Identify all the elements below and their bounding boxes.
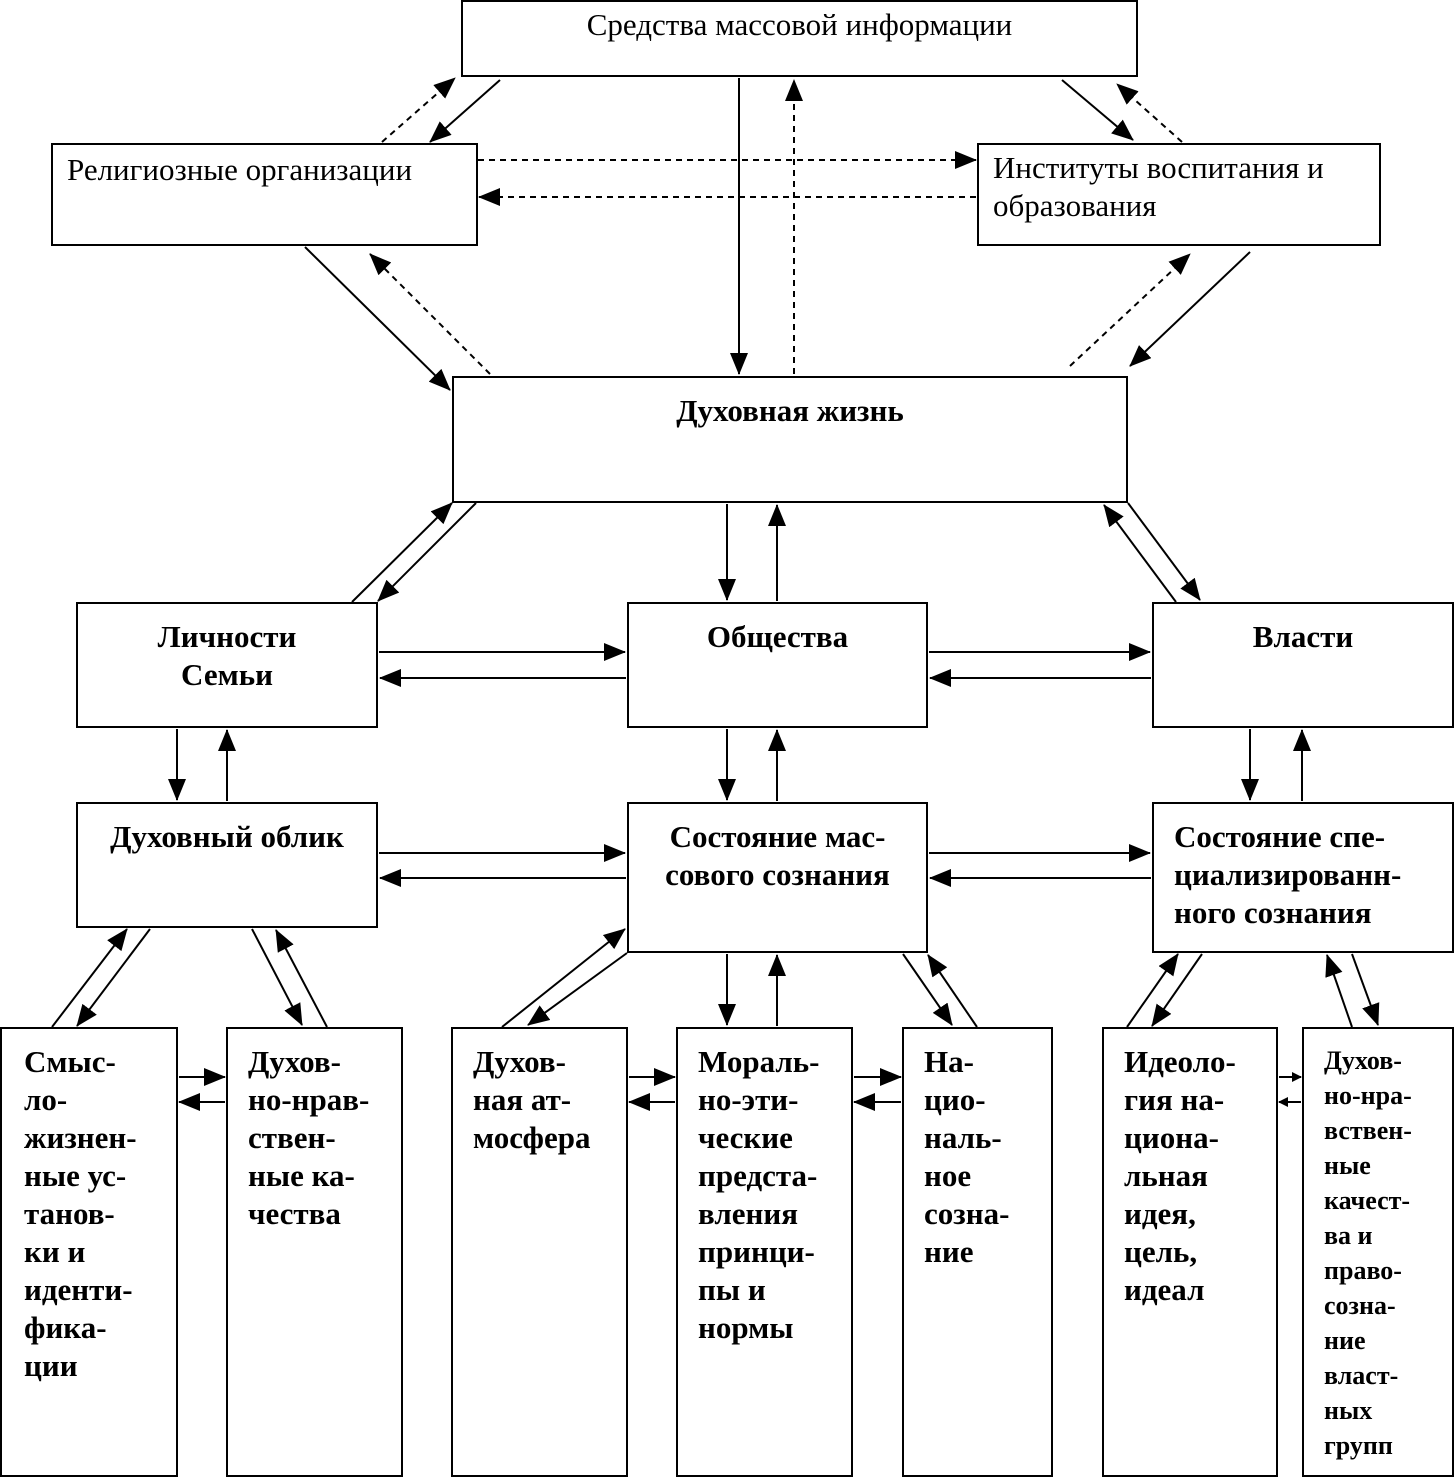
edge-attitudes-to-look bbox=[51, 928, 128, 1028]
edge-life-to-religion bbox=[369, 253, 491, 375]
edge-education-to-life bbox=[1129, 251, 1251, 367]
node-society-label: Общества bbox=[706, 619, 849, 654]
node-spiritual-look-label: Духовный облик bbox=[110, 819, 344, 854]
node-atmosphere-label: Духов- ная ат- мосфера bbox=[473, 1044, 591, 1155]
edge-life-to-education bbox=[1069, 253, 1191, 367]
node-ethics: Мораль- но-эти- ческие предста- вления п… bbox=[676, 1027, 853, 1477]
node-education: Институты воспитания и образования bbox=[977, 143, 1381, 246]
node-national-label: На- цио- наль- ное созна- ние bbox=[924, 1044, 1010, 1269]
node-spiritual-look: Духовный облик bbox=[76, 802, 378, 928]
node-persons-label: Личности Семьи bbox=[157, 619, 297, 692]
edge-special-to-ideology bbox=[1151, 953, 1203, 1027]
node-ethics-label: Мораль- но-эти- ческие предста- вления п… bbox=[698, 1044, 820, 1345]
node-religion: Религиозные организации bbox=[51, 143, 478, 246]
edge-ideology-to-special bbox=[1126, 953, 1179, 1028]
node-power-label: Власти bbox=[1252, 619, 1354, 654]
node-ideology-label: Идеоло- гия на- циона- льная идея, цель,… bbox=[1124, 1044, 1236, 1307]
edge-powerq-to-special bbox=[1325, 954, 1353, 1028]
edge-education-to-media bbox=[1116, 83, 1183, 143]
edge-life-to-persons bbox=[377, 502, 477, 602]
node-ideology: Идеоло- гия на- циона- льная идея, цель,… bbox=[1102, 1027, 1278, 1477]
node-special-consciousness: Состояние спе- циализированн- ного созна… bbox=[1152, 802, 1454, 953]
node-power-qualities: Духов- но-нра- вствен- ные качест- ва и … bbox=[1302, 1027, 1454, 1477]
node-society: Общества bbox=[627, 602, 928, 728]
edge-mass-to-atmosphere bbox=[527, 952, 628, 1026]
edge-moral-to-look bbox=[275, 929, 328, 1028]
node-atmosphere: Духов- ная ат- мосфера bbox=[451, 1027, 628, 1477]
node-spiritual-life-label: Духовная жизнь bbox=[676, 393, 904, 428]
edge-national-to-mass bbox=[927, 954, 978, 1028]
edge-atmosphere-to-mass bbox=[501, 928, 626, 1028]
node-moral-qualities: Духов- но-нрав- ствен- ные ка- чества bbox=[226, 1027, 403, 1477]
node-persons: Личности Семьи bbox=[76, 602, 378, 728]
node-national: На- цио- наль- ное созна- ние bbox=[902, 1027, 1053, 1477]
node-power: Власти bbox=[1152, 602, 1454, 728]
edge-life-to-power bbox=[1127, 502, 1201, 601]
edge-look-to-attitudes bbox=[76, 928, 151, 1027]
node-mass-consciousness-label: Состояние мас- сового сознания bbox=[665, 819, 890, 892]
node-special-consciousness-label: Состояние спе- циализированн- ного созна… bbox=[1174, 819, 1402, 930]
node-education-label: Институты воспитания и образования bbox=[993, 150, 1324, 223]
edge-look-to-moral bbox=[251, 928, 303, 1026]
node-media: Средства массовой информации bbox=[461, 0, 1138, 77]
node-life-attitudes: Смыс- ло- жизнен- ные ус- танов- ки и ид… bbox=[0, 1027, 178, 1477]
edge-media-to-religion bbox=[429, 79, 501, 143]
edge-religion-to-media bbox=[381, 77, 456, 143]
node-mass-consciousness: Состояние мас- сового сознания bbox=[627, 802, 928, 953]
edge-religion-to-life bbox=[304, 246, 451, 391]
node-moral-qualities-label: Духов- но-нрав- ствен- ные ка- чества bbox=[248, 1044, 370, 1231]
node-power-qualities-label: Духов- но-нра- вствен- ные качест- ва и … bbox=[1324, 1046, 1412, 1460]
node-life-attitudes-label: Смыс- ло- жизнен- ные ус- танов- ки и ид… bbox=[24, 1044, 137, 1383]
node-religion-label: Религиозные организации bbox=[67, 152, 413, 187]
node-spiritual-life: Духовная жизнь bbox=[452, 376, 1128, 503]
edge-persons-to-life bbox=[351, 502, 453, 603]
edge-special-to-powerq bbox=[1351, 953, 1380, 1026]
edge-mass-to-national bbox=[902, 953, 953, 1026]
edge-power-to-life bbox=[1103, 504, 1177, 603]
node-media-label: Средства массовой информации bbox=[586, 7, 1013, 42]
edge-media-to-education bbox=[1061, 79, 1134, 141]
